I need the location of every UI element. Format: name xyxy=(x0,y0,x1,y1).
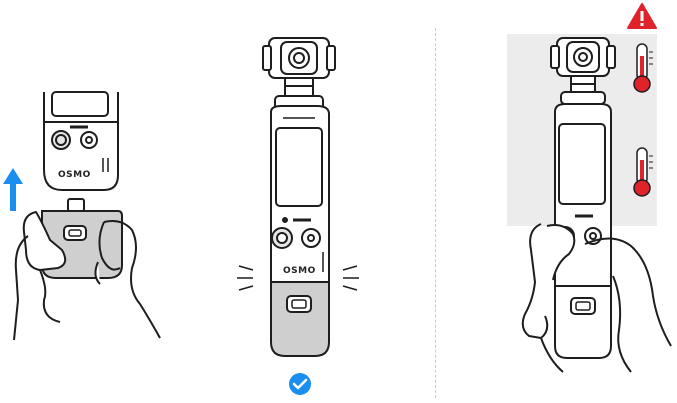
camera-body xyxy=(43,91,119,191)
attach-cover-illustration: OSMO xyxy=(3,91,161,341)
panel-divider xyxy=(435,28,436,398)
step-attach-cover: OSMO xyxy=(0,0,225,403)
thermometer-icon xyxy=(633,147,653,197)
gimbal-camera xyxy=(262,37,336,357)
osmo-label: OSMO xyxy=(283,266,316,276)
warning-triangle-icon xyxy=(627,3,657,29)
click-sound-marks xyxy=(237,265,359,291)
osmo-label: OSMO xyxy=(58,170,91,180)
assembled-camera-illustration: OSMO xyxy=(237,37,359,395)
hand xyxy=(521,223,672,373)
hand xyxy=(13,211,161,341)
heat-warning-illustration xyxy=(507,3,672,373)
upload-arrow-icon xyxy=(3,168,23,211)
thermometer-icon xyxy=(633,43,653,93)
step-attached-correct: OSMO xyxy=(225,0,435,403)
check-circle-icon xyxy=(289,373,311,395)
step-heat-warning xyxy=(435,0,677,403)
